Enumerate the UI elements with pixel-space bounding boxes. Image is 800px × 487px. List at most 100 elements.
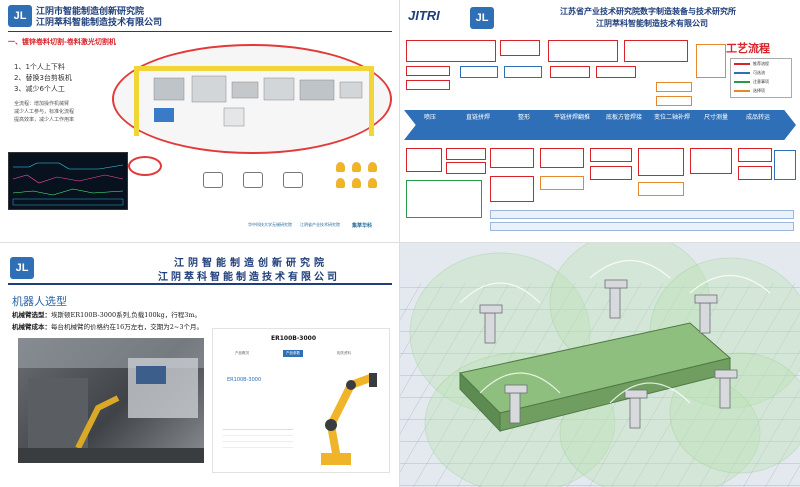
institute-logo: JL xyxy=(8,5,32,27)
highlight-circle xyxy=(128,156,162,176)
note-box xyxy=(500,40,540,56)
tab-overview[interactable]: 产品概况 xyxy=(235,351,249,355)
legend: 推荐流程 可选流 注意事项 选择项 xyxy=(730,58,792,98)
spec-divider xyxy=(223,429,293,430)
note-box xyxy=(460,66,498,78)
org-name-1: 江阴智能制造创新研究院 xyxy=(174,258,328,269)
summary-bar xyxy=(490,210,794,219)
process-step: 整形 xyxy=(517,114,530,121)
worker-icon xyxy=(368,162,377,172)
process-step: 底板方管焊接 xyxy=(605,114,642,121)
detail-box xyxy=(490,176,534,202)
benefit-list: 1、1个人上下料 2、替换3台剪板机 3、减少6个人工 xyxy=(14,62,72,95)
note-box xyxy=(548,40,618,62)
summary-bar xyxy=(490,222,794,231)
list-item: 2、替换3台剪板机 xyxy=(14,74,72,82)
spec-model: 机械臂选型：埃斯顿ER100B-3000系列,负载100kg，行程3m。 xyxy=(12,311,202,319)
product-webpage: ER100B-3000 产品概况 产品参数 相关资料 ER100B-3000 xyxy=(212,328,390,473)
list-item: 提高效率，减少人工作用率 xyxy=(14,117,75,123)
detail-box xyxy=(540,176,584,190)
product-page-title: ER100B-3000 xyxy=(271,335,317,342)
slide-laser-cutting: JL 江阴市智能制造创新研究院 江阴萃科智能制造技术有限公司 一、镀锌卷料切割-… xyxy=(0,0,400,243)
factory-layout-illustration xyxy=(134,66,374,136)
process-step: 变位二轴补焊 xyxy=(653,114,690,121)
control-screen-plot xyxy=(12,162,124,206)
worker-icon xyxy=(336,178,345,188)
detail-box xyxy=(446,148,486,160)
machine-icon xyxy=(243,172,263,188)
detail-box xyxy=(738,166,772,180)
detail-box xyxy=(540,148,584,168)
worker-icon xyxy=(352,178,361,188)
legend-item: 可选流 xyxy=(731,68,791,77)
detail-box xyxy=(590,148,632,162)
process-step: 直链拼焊 xyxy=(465,114,490,121)
header-divider xyxy=(8,31,392,32)
worker-icon xyxy=(336,162,345,172)
legend-swatch xyxy=(734,71,750,74)
tab-parameters[interactable]: 产品参数 xyxy=(283,350,303,357)
tab-documents[interactable]: 相关资料 xyxy=(337,351,351,355)
slide-robot-selection: JL 江阴智能制造创新研究院 江阴萃科智能制造技术有限公司 机器人选型 机械臂选… xyxy=(0,243,400,487)
note-box xyxy=(696,44,726,78)
workshop-photo-illustration xyxy=(18,338,204,463)
process-step: 成品转运 xyxy=(745,114,770,121)
spec-divider xyxy=(223,435,293,436)
spec-divider xyxy=(223,447,293,448)
workshop-photo xyxy=(18,338,204,463)
institute-logo: JL xyxy=(470,7,494,29)
note-box xyxy=(624,40,688,62)
footer-logo: 华中科技大学无锡研究院 xyxy=(248,222,292,227)
legend-swatch xyxy=(734,62,750,65)
org-name-1: 江阴市智能制造创新研究院 xyxy=(36,7,145,17)
factory-layout-bubble xyxy=(112,44,392,154)
note-list: 全流程：增加操作机械臂 减少人工参与，标准化流程 提高效率，减少人工作用率 xyxy=(14,100,74,124)
legend-item: 注意事项 xyxy=(731,77,791,86)
org-name-2: 江阴萃科智能制造技术有限公司 xyxy=(158,272,340,283)
header-divider xyxy=(8,283,392,285)
robot-cell-simulation xyxy=(400,243,800,487)
spec-divider xyxy=(223,441,293,442)
worker-icon xyxy=(368,178,377,188)
product-model: ER100B-3000 xyxy=(227,377,262,383)
detail-box xyxy=(638,182,684,196)
note-box xyxy=(406,40,496,62)
process-band xyxy=(404,110,796,140)
list-item: 3、减少6个人工 xyxy=(14,85,65,93)
slide-process-flow: JITRI JL 江苏省产业技术研究院数字制造装备与技术研究所 江阴萃科智能制造… xyxy=(400,0,800,243)
note-box xyxy=(596,66,636,78)
detail-box xyxy=(590,166,632,180)
footer-logo: 集萃华科 xyxy=(352,223,373,229)
footer-logo: 江阴省产业技术研究院 xyxy=(300,222,340,227)
detail-box xyxy=(490,148,534,168)
note-box xyxy=(504,66,542,78)
detail-box xyxy=(638,148,684,176)
list-item: 全流程：增加操作机械臂 xyxy=(14,101,70,107)
detail-box xyxy=(406,180,482,218)
process-step: 尺寸测量 xyxy=(703,114,728,121)
org-name-1: 江苏省产业技术研究院数字制造装备与技术研究所 xyxy=(560,7,736,16)
note-box xyxy=(406,66,450,76)
list-item: 1、1个人上下料 xyxy=(14,63,65,71)
control-screen xyxy=(8,152,128,210)
note-box xyxy=(406,80,450,90)
process-flow-label: 工艺流程 xyxy=(726,42,770,55)
machine-icon xyxy=(203,172,223,188)
detail-box xyxy=(446,162,486,174)
note-box xyxy=(656,82,692,92)
legend-swatch xyxy=(734,89,750,92)
note-box xyxy=(550,66,590,78)
section-title: 机器人选型 xyxy=(12,295,67,308)
legend-item: 推荐流程 xyxy=(731,59,791,68)
legend-swatch xyxy=(734,80,750,83)
detail-box xyxy=(738,148,772,162)
detail-box xyxy=(774,150,796,180)
org-name-2: 江阴萃科智能制造技术有限公司 xyxy=(36,18,163,28)
list-item: 减少人工参与，标准化流程 xyxy=(14,109,75,115)
org-name-2: 江阴萃科智能制造技术有限公司 xyxy=(596,19,708,28)
machine-icon xyxy=(283,172,303,188)
process-step: 喷压 xyxy=(423,114,436,121)
process-step: 平链拼焊翻推 xyxy=(553,114,590,121)
legend-item: 选择项 xyxy=(731,86,791,95)
spec-cost: 机械臂成本：每台机械臂的价格约在16万左右，交期为2~3个月。 xyxy=(12,323,203,331)
